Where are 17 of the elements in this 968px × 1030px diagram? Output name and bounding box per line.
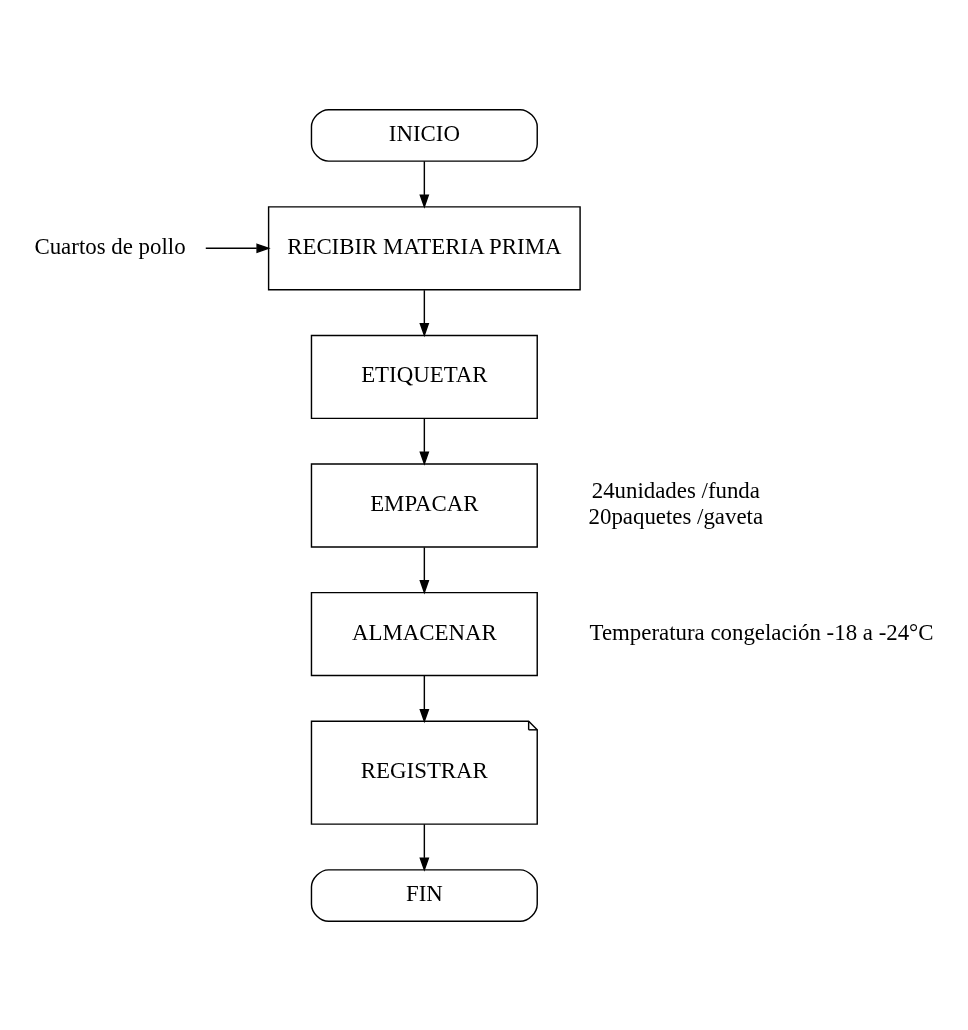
node-box: RECIBIR MATERIA PRIMA (267, 205, 581, 290)
arrow (205, 242, 271, 253)
node-label: 24unidades /funda (591, 477, 760, 503)
node-box: INICIO (310, 108, 538, 162)
arrow (419, 674, 430, 723)
node-box: ALMACENAR (310, 591, 538, 676)
node-box: ETIQUETAR (310, 334, 538, 419)
node-text: Cuartos de pollo (34, 233, 186, 259)
node-label: Temperatura congelación -18 a -24°C (589, 619, 934, 645)
arrow (419, 546, 430, 594)
node-label: 20paquetes /gaveta (588, 503, 764, 529)
arrow (419, 823, 430, 872)
node-box: FIN (310, 868, 538, 922)
arrow (419, 289, 430, 337)
arrow (419, 417, 430, 466)
node-box: EMPACAR (310, 462, 538, 548)
arrow (419, 160, 430, 209)
